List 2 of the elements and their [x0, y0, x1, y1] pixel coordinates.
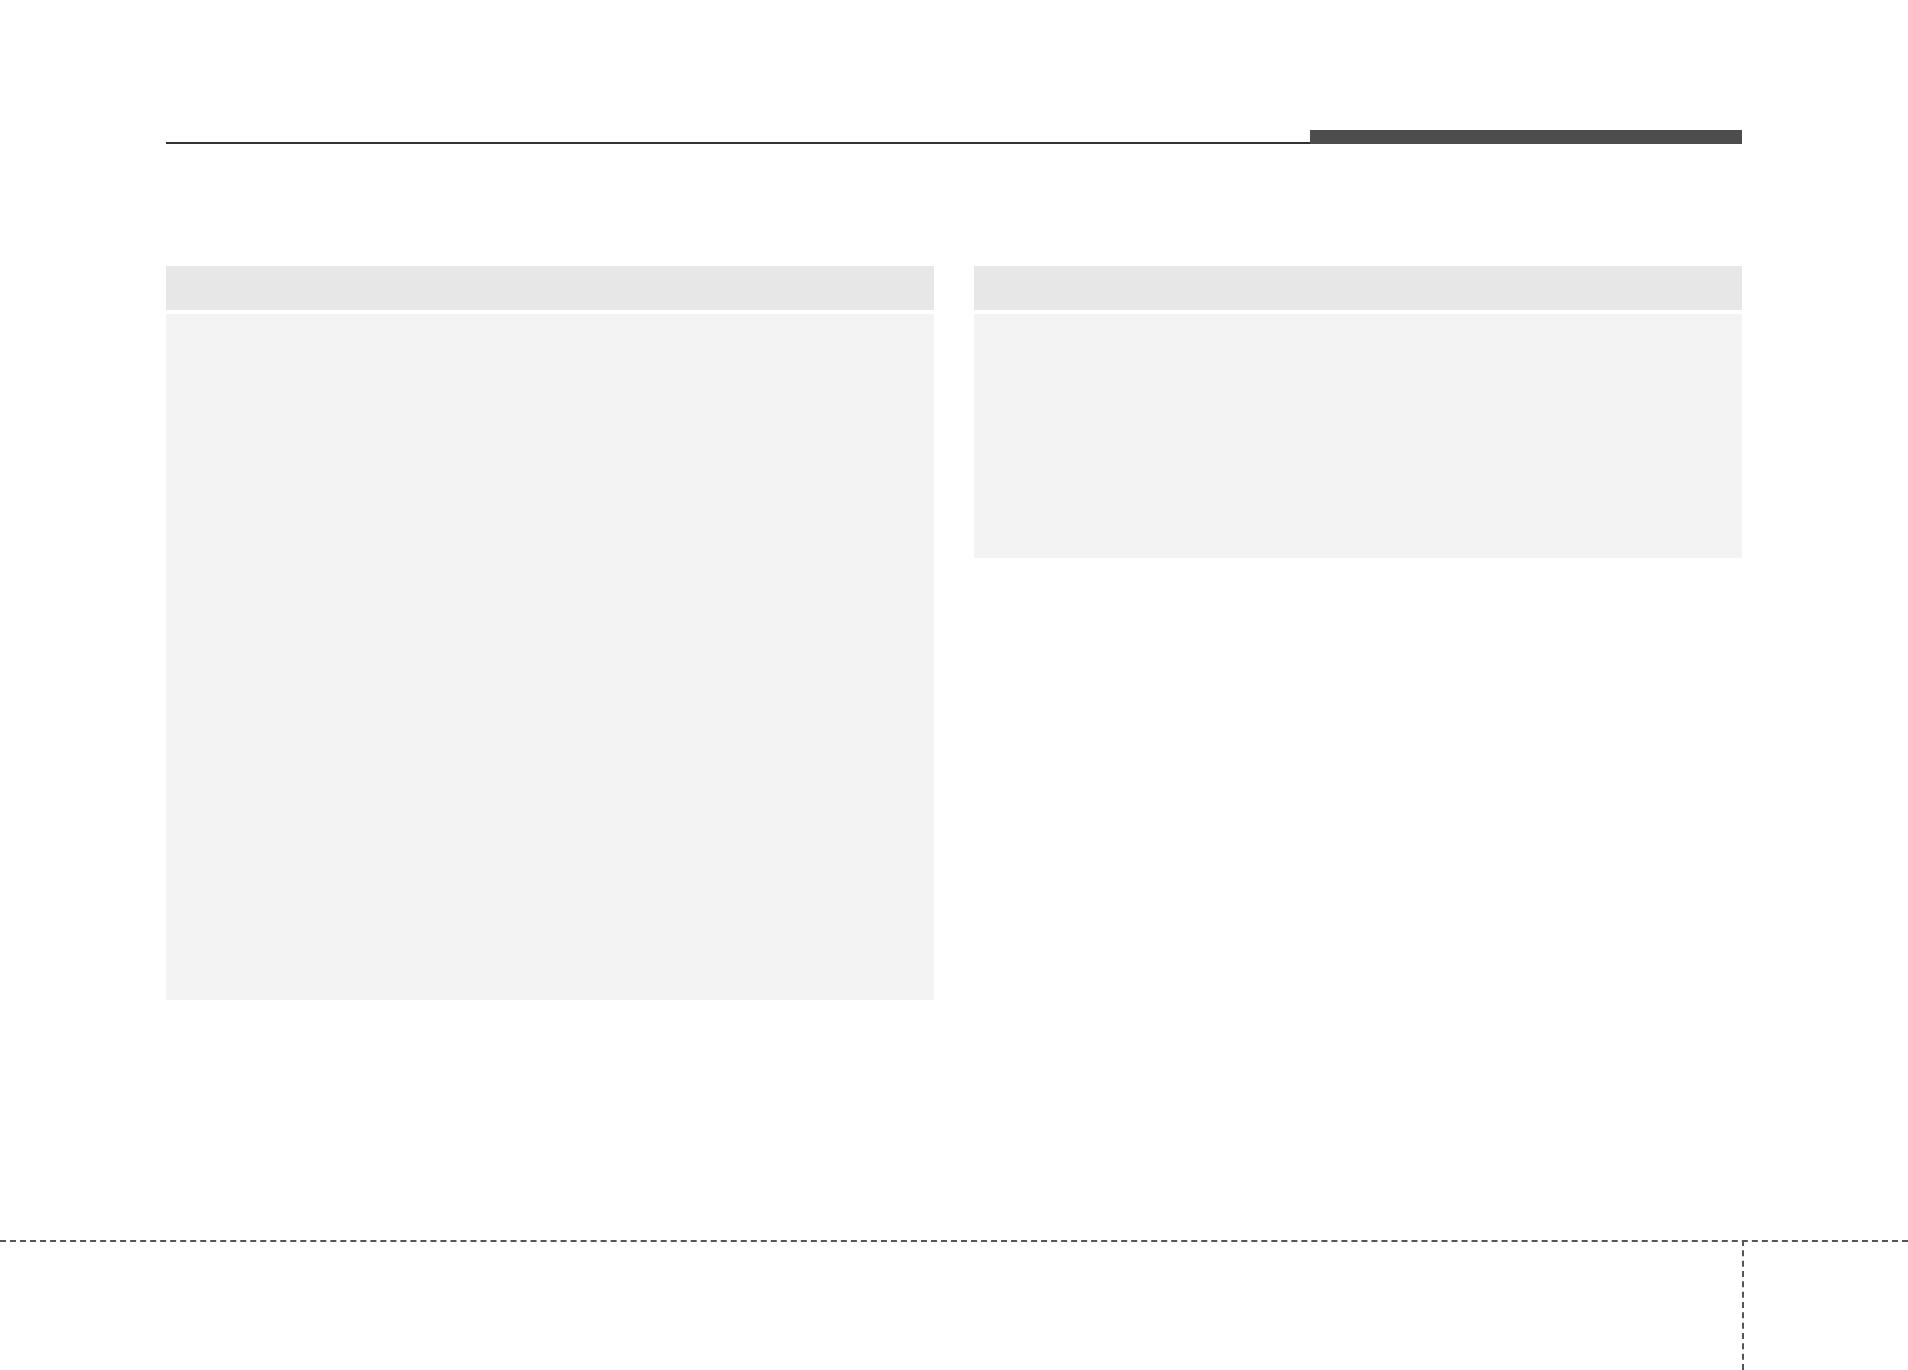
header-bar [974, 266, 1742, 310]
header-bar [166, 266, 934, 310]
